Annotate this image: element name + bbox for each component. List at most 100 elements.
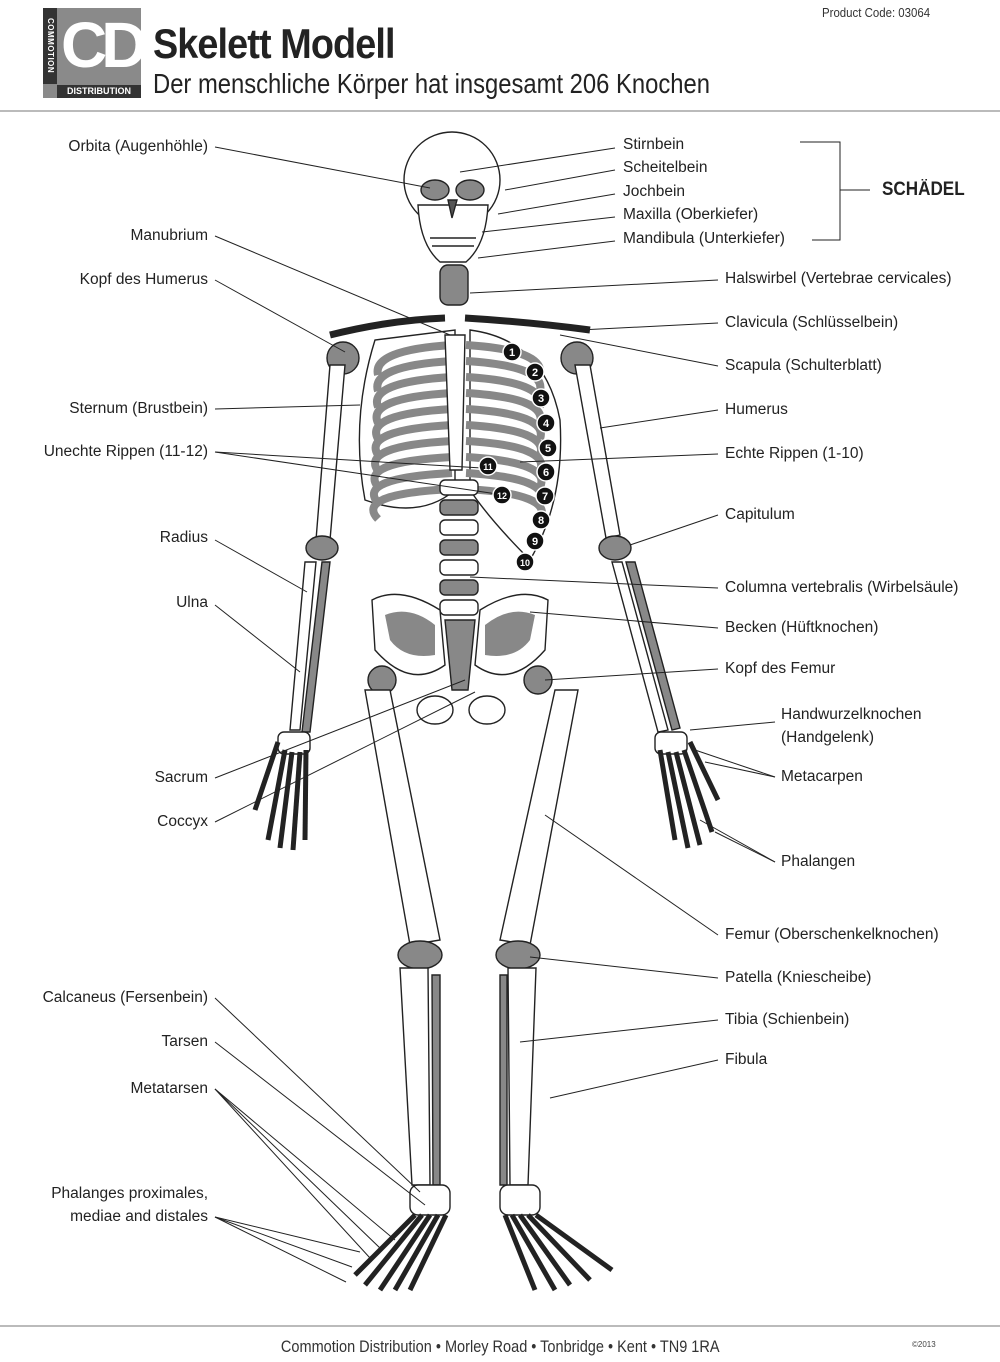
rib-number-circle (478, 456, 498, 476)
leader-line (214, 1041, 426, 1206)
bone-label: Femur (Oberschenkelknochen) (725, 926, 939, 943)
rib-left (373, 341, 453, 376)
bone-label: Fibula (725, 1051, 768, 1068)
leader-line (214, 539, 308, 593)
leader-line (214, 1088, 383, 1251)
bone-label: Handwurzelknochen (781, 706, 922, 723)
teeth (430, 237, 476, 247)
sacrum-shape (444, 619, 476, 691)
bone-label: Maxilla (Oberkiefer) (623, 206, 759, 223)
rib-number: 3 (538, 393, 544, 405)
leader-line (477, 240, 616, 259)
leader-line (544, 668, 719, 681)
rib-left (372, 389, 453, 425)
toe-bone (534, 1212, 614, 1273)
finger-bone (681, 749, 715, 833)
leader-line (214, 604, 301, 673)
leader-line (497, 193, 616, 215)
toe-bone (502, 1214, 538, 1291)
leader-line (481, 216, 616, 233)
leader-line (504, 169, 616, 191)
leader-line (559, 334, 719, 367)
bone-label: Halswirbel (Vertebrae cervicales) (725, 270, 952, 287)
bone-label: Calcaneus (Fersenbein) (42, 989, 208, 1006)
bone-label: Sternum (Brustbein) (69, 400, 208, 417)
toe-bone (363, 1213, 424, 1287)
finger-bone (665, 751, 691, 849)
rib-number: 6 (543, 467, 549, 479)
leader-line (469, 279, 719, 294)
cervical-vertebrae (439, 264, 469, 306)
bone-label: Radius (159, 529, 208, 546)
rib-number: 10 (520, 558, 530, 568)
bone-label: Becken (Hüftknochen) (725, 619, 879, 636)
leader-line (214, 691, 476, 823)
rib-left (371, 437, 453, 474)
legs (364, 665, 579, 1216)
rib-number: 2 (532, 367, 538, 379)
rib-number: 9 (532, 536, 538, 548)
clavicles (329, 314, 591, 339)
leader-line (699, 819, 776, 863)
rib-number-circle (525, 362, 545, 382)
leader-line (694, 749, 776, 778)
leader-line (214, 1088, 396, 1241)
footer-address: Commotion Distribution • Morley Road • T… (0, 1337, 1000, 1357)
bone-label: Tibia (Schienbein) (725, 1011, 850, 1028)
toe-bone (377, 1213, 433, 1292)
rib-number-circle (515, 552, 535, 572)
leader-line (529, 611, 719, 629)
bone-label: Clavicula (Schlüsselbein) (725, 314, 899, 331)
bone-label: Humerus (725, 401, 788, 418)
left-ilium-shade (385, 611, 435, 656)
product-code: Product Code: 03064 (822, 5, 931, 20)
leader-line (544, 814, 719, 936)
bone-label: Ulna (176, 594, 208, 611)
rib-left (369, 485, 453, 522)
rib-number-circle (536, 413, 556, 433)
logo-letters: CD (61, 9, 141, 81)
bone-label: Unechte Rippen (11-12) (43, 443, 208, 460)
rib-number-marker: 2 (525, 362, 545, 382)
leader-line (214, 1216, 361, 1253)
rib-number: 8 (538, 515, 544, 527)
skull-bracket (800, 141, 870, 241)
leader-line (214, 451, 483, 469)
leader-line (704, 761, 776, 778)
bone-label: Jochbein (623, 183, 686, 200)
vertebra (439, 599, 479, 616)
leader-line (214, 679, 466, 779)
leader-lines (214, 141, 870, 1283)
rib-number-marker: 1 (502, 342, 522, 362)
rib-right (465, 357, 545, 392)
leader-line (599, 409, 719, 429)
finger-bone (673, 751, 703, 846)
left-orbit (420, 179, 450, 201)
rib-number-circle (502, 342, 522, 362)
nasal-cavity (447, 199, 458, 219)
leader-line (529, 956, 719, 979)
finger-bone (687, 740, 721, 802)
leader-line (214, 1088, 371, 1259)
rib-number: 11 (483, 462, 493, 472)
copyright: ©2013 (912, 1340, 936, 1349)
finger-bone (277, 751, 295, 849)
rib-number-circle (536, 462, 556, 482)
toe-bone (509, 1213, 558, 1292)
bone-label: Kopf des Femur (725, 660, 836, 677)
feet (353, 1212, 614, 1292)
leader-line (214, 997, 421, 1193)
bone-label: (Handgelenk) (781, 729, 875, 746)
sternum (444, 334, 466, 471)
leader-line (214, 235, 451, 336)
bone-label: Sacrum (154, 769, 208, 786)
footer-divider (0, 1325, 1000, 1327)
commotion-distribution-logo: COMMOTION CD DISTRIBUTION (43, 8, 141, 98)
leader-line (459, 147, 616, 173)
vertebra (439, 499, 479, 516)
leader-line (469, 576, 719, 589)
finger-bone (302, 749, 309, 841)
vertebra (439, 519, 479, 536)
